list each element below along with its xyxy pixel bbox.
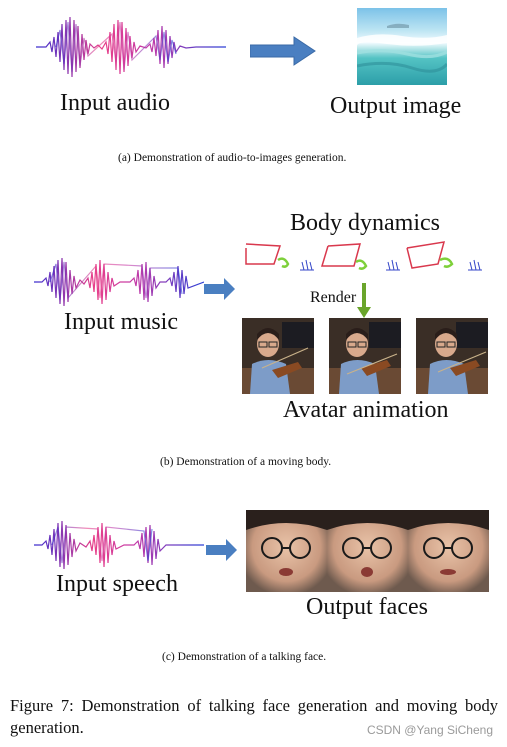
output-image-label: Output image — [330, 93, 462, 119]
right-arrow-icon — [206, 539, 237, 561]
output-ocean-image — [357, 8, 447, 85]
caption-b: (b) Demonstration of a moving body. — [160, 456, 332, 468]
watermark: CSDN @Yang SiCheng — [366, 723, 493, 737]
right-arrow-icon — [250, 36, 316, 66]
audio-waveform — [36, 16, 226, 78]
avatar-frame-2 — [329, 318, 401, 394]
output-faces-strip — [246, 510, 489, 592]
avatar-frame-1 — [242, 318, 314, 394]
input-audio-label: Input audio — [60, 90, 170, 116]
caption-c: (c) Demonstration of a talking face. — [162, 651, 327, 663]
figure-caption: Figure 7: Demonstration of talking face … — [10, 696, 498, 737]
right-arrow-icon — [204, 278, 235, 300]
output-faces-label: Output faces — [306, 594, 428, 620]
speech-waveform — [34, 520, 204, 570]
down-arrow-icon — [357, 283, 371, 318]
body-dynamics-label: Body dynamics — [290, 210, 440, 236]
caption-a: (a) Demonstration of audio-to-images gen… — [118, 152, 347, 164]
input-speech-label: Input speech — [56, 571, 178, 597]
music-waveform — [34, 257, 204, 307]
input-music-label: Input music — [64, 309, 178, 335]
render-label: Render — [310, 289, 357, 306]
avatar-animation-label: Avatar animation — [283, 397, 449, 423]
avatar-frame-3 — [416, 318, 488, 394]
body-skeleton-sequence — [245, 241, 482, 271]
